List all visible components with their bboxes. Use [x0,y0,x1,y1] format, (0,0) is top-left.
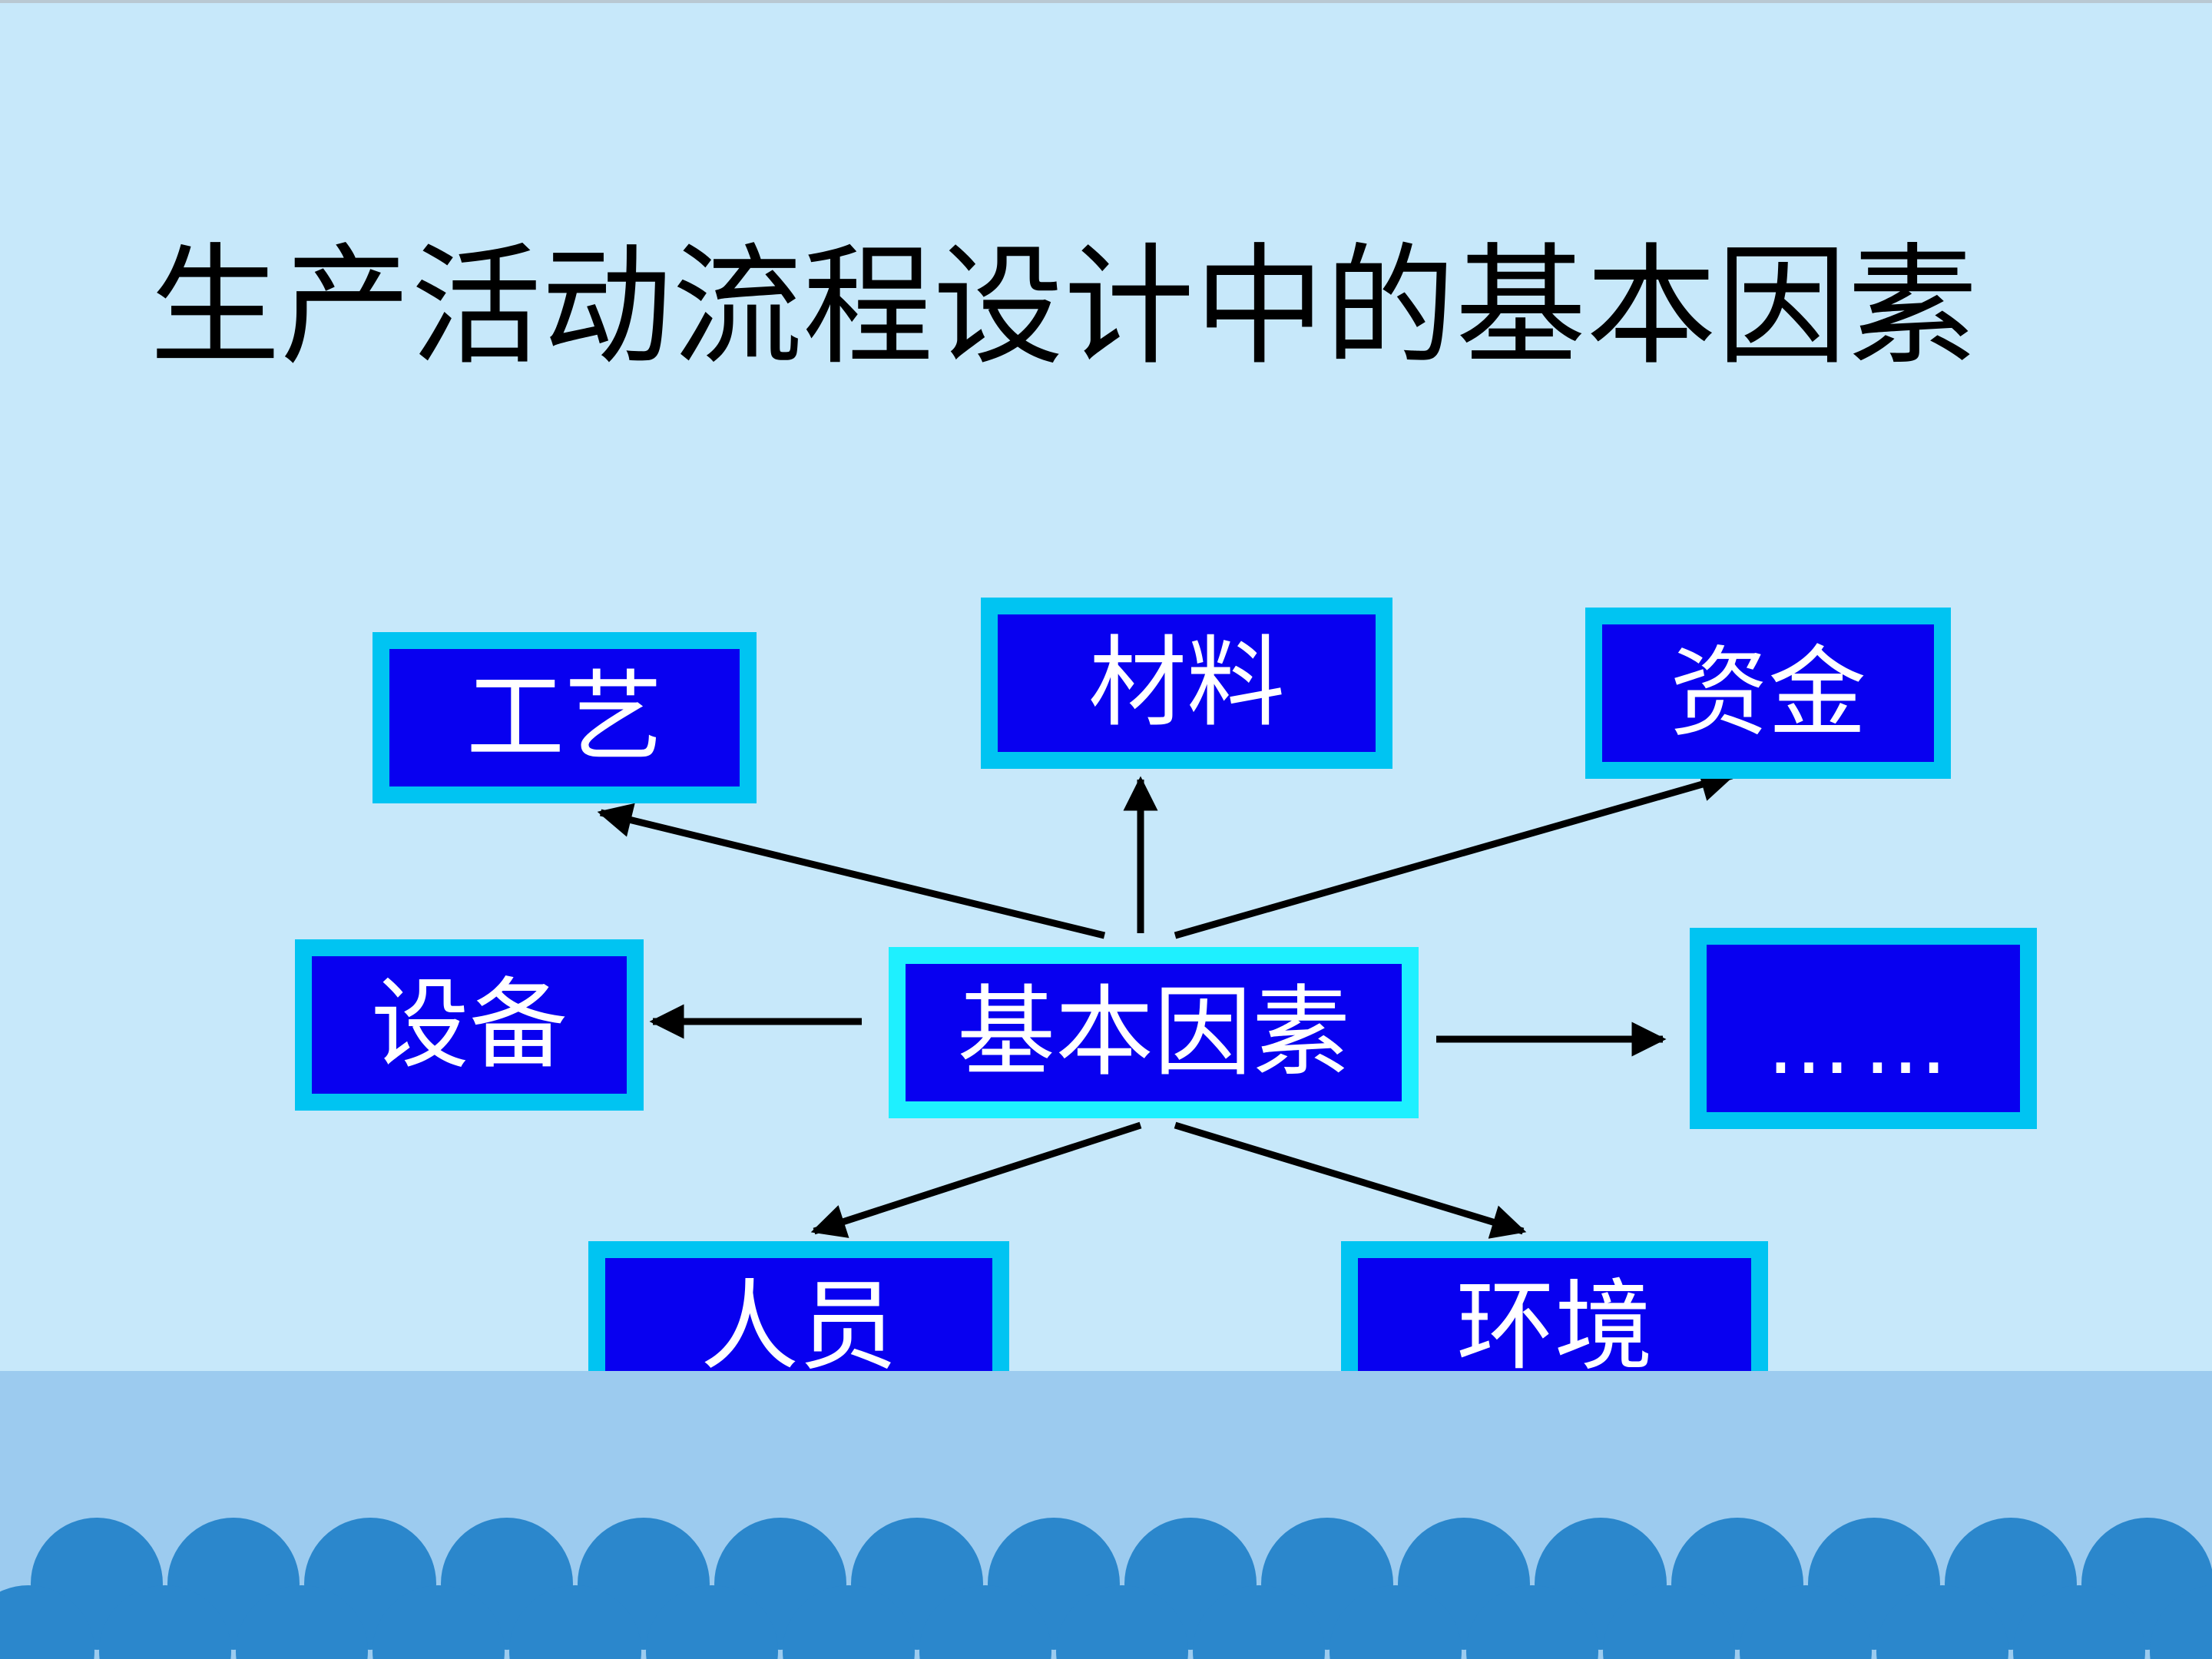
factor-more: …… [1690,928,2037,1129]
scallop-arc [1466,1585,1598,1659]
scallop-arc [919,1585,1051,1659]
scallop-arc [1193,1585,1325,1659]
scallop-arc [1876,1585,2008,1659]
arrow-to-personnel [810,1121,1142,1238]
factor-more-label: …… [1767,995,1960,1093]
scallop-arc [646,1585,778,1659]
factor-materials-label: 材料 [1088,625,1285,740]
scallop-decoration [0,1518,2212,1659]
factor-craft-label: 工艺 [465,660,663,775]
scallop-arc [509,1585,641,1659]
scallop-arc [1740,1585,1872,1659]
factor-materials: 材料 [981,598,1392,769]
scallop-arc [373,1585,505,1659]
scallop-arc [0,1585,94,1659]
factor-personnel-label: 人员 [700,1269,897,1384]
arrow-to-environment [1174,1121,1527,1239]
scallop-arc [1056,1585,1188,1659]
scallop-arc [236,1585,368,1659]
center-node-label: 基本因素 [956,975,1350,1090]
scallop-row-front [0,1585,2212,1659]
factor-environment-label: 环境 [1455,1269,1653,1384]
factor-equipment-label: 设备 [370,967,568,1082]
factor-funds-label: 资金 [1669,635,1866,750]
arrow-to-craft [597,803,1106,939]
factor-funds: 资金 [1585,608,1951,779]
scallop-arc [783,1585,915,1659]
arrow-to-funds [1174,767,1736,939]
scallop-arc [2150,1585,2212,1659]
scallop-arc [2013,1585,2145,1659]
center-node: 基本因素 [889,947,1419,1118]
scallop-arc [1603,1585,1735,1659]
slide-title: 生产活动流程设计中的基本因素 [150,231,1979,383]
top-divider-line [0,0,2212,3]
scallop-arc [99,1585,231,1659]
scallop-arc [1330,1585,1462,1659]
factor-craft: 工艺 [373,632,757,803]
factor-equipment: 设备 [295,939,644,1111]
